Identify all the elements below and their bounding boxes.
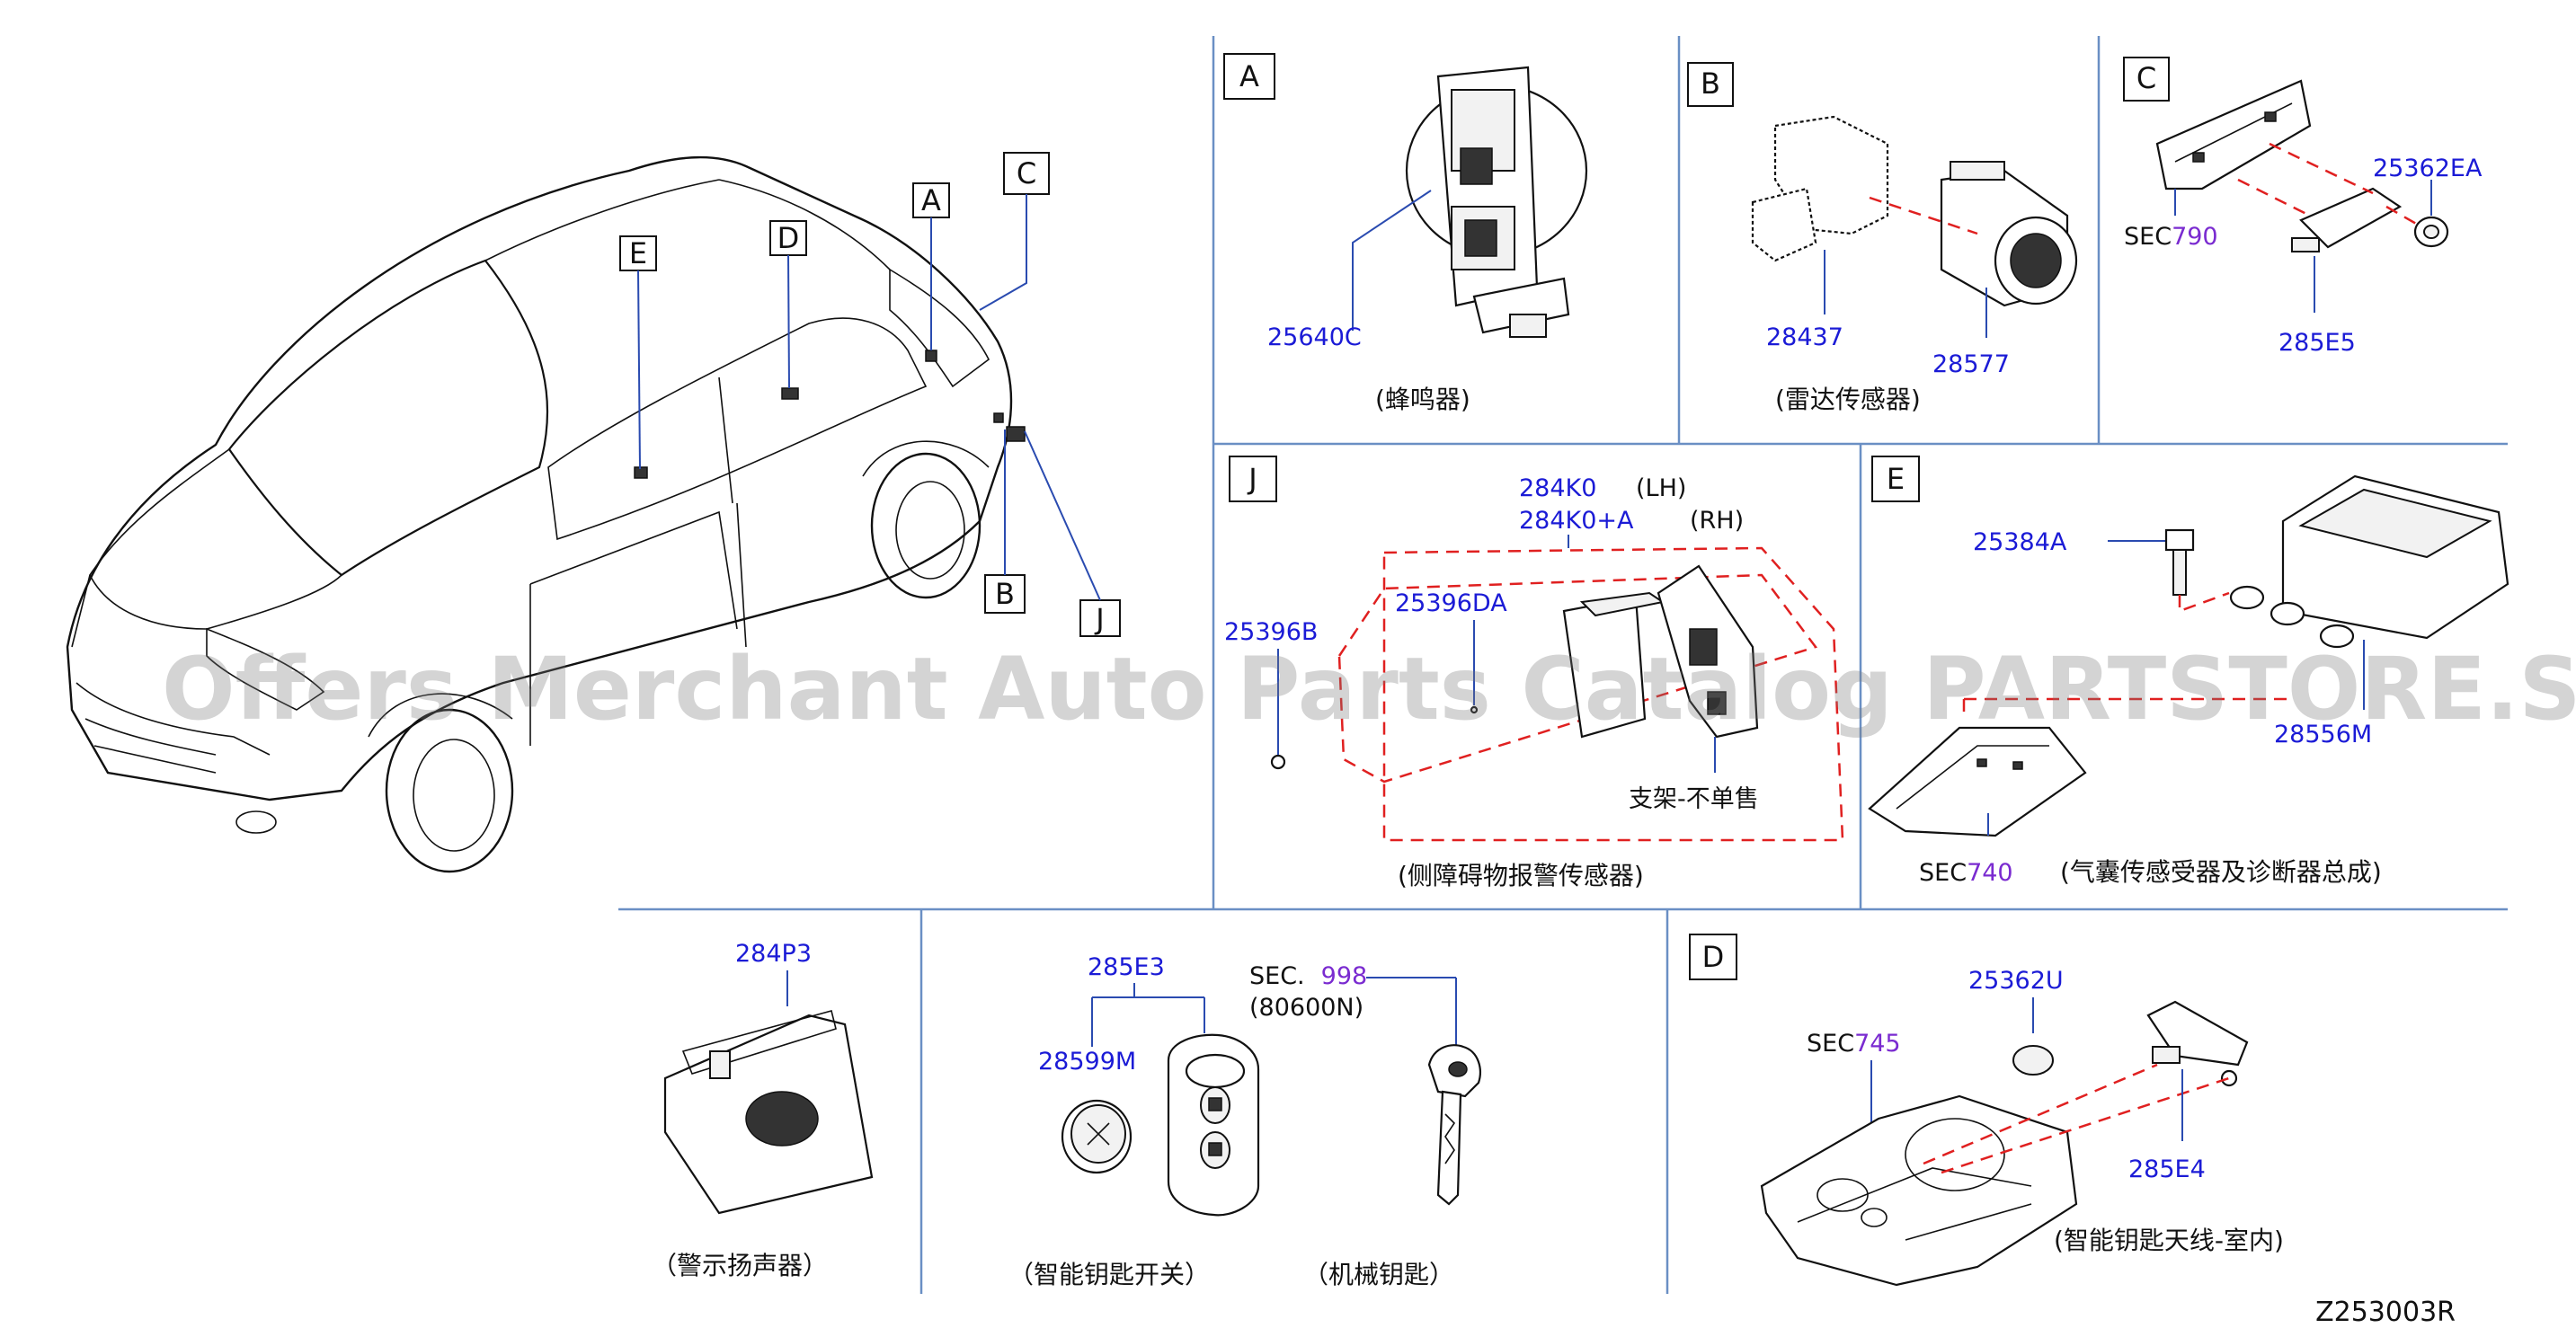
callout-D: D xyxy=(777,221,800,255)
part-28556M: 28556M xyxy=(2274,721,2372,748)
section-speaker: 284P3 （警示扬声器） xyxy=(652,940,874,1280)
floor-tunnel-drawing xyxy=(1868,726,2087,837)
section-J-label: J xyxy=(1247,462,1257,496)
callout-C: C xyxy=(1017,156,1036,190)
sec-ref-790: SEC790 xyxy=(2124,223,2218,251)
section-D: D 25362U SEC745 285E4 (智能钥匙天线-室内) xyxy=(1689,934,2284,1287)
section-separators xyxy=(618,36,2508,1294)
callout-J: J xyxy=(1094,602,1104,636)
section-J: J 284K0 (LH) 284K0+A (RH) 25396DA 25396B… xyxy=(1224,456,1844,890)
section-D-label: D xyxy=(1702,940,1725,974)
antenna-285E5-drawing xyxy=(2291,187,2403,252)
clip-25362U-drawing xyxy=(2012,1045,2054,1076)
caption-side-obstacle-sensor: (侧障碍物报警传感器) xyxy=(1398,861,1644,890)
caption-smart-key-antenna-interior: (智能钥匙天线-室内) xyxy=(2054,1226,2284,1255)
caption-radar-sensor: (雷达传感器) xyxy=(1775,385,1921,414)
part-284K0: 284K0 xyxy=(1519,474,1596,502)
smart-key-fob-drawing xyxy=(1167,1033,1260,1217)
diagram-code: Z253003R xyxy=(2315,1297,2456,1328)
watermark: Offers Merchant Auto Parts Catalog PARTS… xyxy=(162,639,2576,739)
car-overview-drawing xyxy=(66,155,1026,873)
part-285E3: 285E3 xyxy=(1088,953,1165,981)
sec-ref-998: SEC.998 xyxy=(1249,962,1367,990)
part-285E4: 285E4 xyxy=(2128,1155,2206,1183)
caption-buzzer: (蜂鸣器) xyxy=(1375,385,1470,414)
caption-airbag-sensor: (气囊传感受器及诊断器总成) xyxy=(2060,857,2382,887)
part-25396B: 25396B xyxy=(1224,618,1318,646)
mech-key-ref: (80600N) xyxy=(1249,994,1364,1022)
airbag-sensor-unit-drawing xyxy=(2229,474,2509,649)
caption-smart-key: （智能钥匙开关） xyxy=(1008,1260,1210,1289)
mechanical-key-drawing xyxy=(1427,1044,1481,1206)
callout-E: E xyxy=(629,236,647,270)
sec-ref-745: SEC745 xyxy=(1807,1030,1901,1058)
part-285E5: 285E5 xyxy=(2278,329,2356,357)
part-25362U: 25362U xyxy=(1968,967,2064,995)
section-B-label: B xyxy=(1701,66,1720,101)
section-C-label: C xyxy=(2136,61,2156,95)
part-25640C: 25640C xyxy=(1267,323,1362,351)
part-25362EA: 25362EA xyxy=(2373,155,2483,182)
side-rh: (RH) xyxy=(1690,507,1744,535)
part-25396DA: 25396DA xyxy=(1395,589,1507,617)
callout-B: B xyxy=(995,577,1015,611)
section-A: A 25640C (蜂鸣器) xyxy=(1223,53,1588,414)
callout-A: A xyxy=(921,183,941,217)
radar-sensor-drawing xyxy=(1940,161,2078,307)
nut-25362EA-drawing xyxy=(2413,216,2449,248)
caption-warning-speaker: （警示扬声器） xyxy=(652,1251,828,1280)
antenna-285E4-drawing xyxy=(2146,1000,2249,1087)
section-B: B 28437 28577 (雷达传感器) xyxy=(1687,62,2078,414)
coin-battery-drawing xyxy=(1061,1099,1133,1174)
section-mechanical-key: SEC.998 (80600N) （机械钥匙） xyxy=(1249,962,1481,1289)
rear-panel-drawing xyxy=(2155,79,2312,190)
buzzer-drawing xyxy=(1405,66,1588,338)
overview-callouts: E D A C B J xyxy=(619,152,1121,637)
bolt-25384A-drawing xyxy=(2164,528,2195,596)
part-28599M: 28599M xyxy=(1038,1048,1136,1076)
radar-sensor-bracket-drawing xyxy=(1751,115,1889,262)
section-E-label: E xyxy=(1887,462,1905,496)
sec-ref-740: SEC740 xyxy=(1919,859,2013,887)
side-sensor-drawing xyxy=(1562,564,1759,739)
caption-mechanical-key: （机械钥匙） xyxy=(1303,1260,1454,1289)
speaker-drawing xyxy=(663,1010,874,1215)
side-lh: (LH) xyxy=(1636,474,1686,502)
part-284K0-A: 284K0+A xyxy=(1519,507,1634,535)
section-C: C SEC790 25362EA 285E5 xyxy=(2123,57,2483,357)
section-smart-key: 285E3 28599M （智能钥匙开关） xyxy=(1008,953,1260,1289)
part-25384A: 25384A xyxy=(1973,528,2067,556)
part-284P3: 284P3 xyxy=(735,940,812,968)
part-28577: 28577 xyxy=(1932,350,2010,378)
part-28437: 28437 xyxy=(1766,323,1843,351)
bracket-note: 支架-不单售 xyxy=(1629,785,1759,813)
section-A-label: A xyxy=(1239,59,1259,93)
rear-floor-panel-drawing xyxy=(1760,1094,2078,1287)
section-E: E 25384A 28556M SEC740 (气囊传感受器及诊断器总成) xyxy=(1868,456,2509,887)
